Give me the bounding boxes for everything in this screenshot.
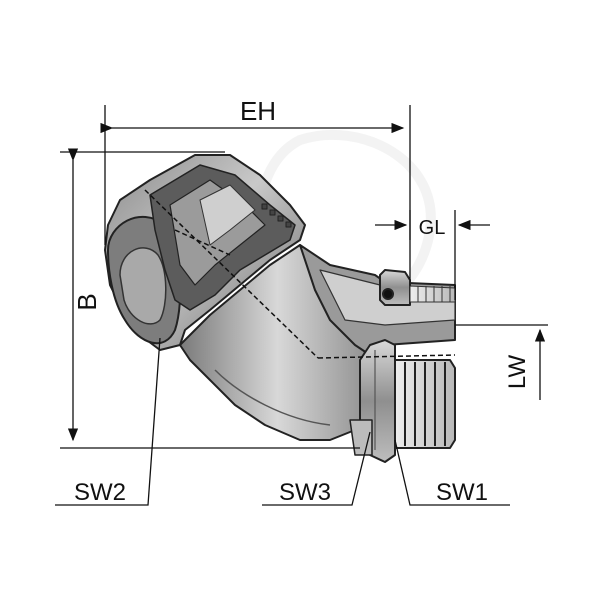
outlet-thread-lines (404, 362, 446, 446)
lock-ball (382, 288, 394, 300)
label-lw: LW (504, 355, 531, 390)
label-sw1: SW1 (436, 479, 488, 506)
label-b: B (72, 293, 102, 310)
sw3-leader (262, 431, 371, 506)
label-gl: GL (419, 217, 446, 239)
sw2-leader (55, 337, 161, 506)
lock-nut (379, 269, 411, 306)
label-eh: EH (240, 96, 276, 126)
label-sw2: SW2 (74, 479, 126, 506)
elbow-fitting (104, 154, 456, 463)
labels: EH B GL LW SW2 SW3 SW1 (72, 96, 531, 506)
center-lines (144, 189, 456, 359)
dimensions (55, 105, 548, 506)
sw1-leader (394, 439, 510, 506)
label-sw3: SW3 (279, 479, 331, 506)
top-thread (409, 285, 456, 303)
knurl-detail (261, 203, 292, 228)
